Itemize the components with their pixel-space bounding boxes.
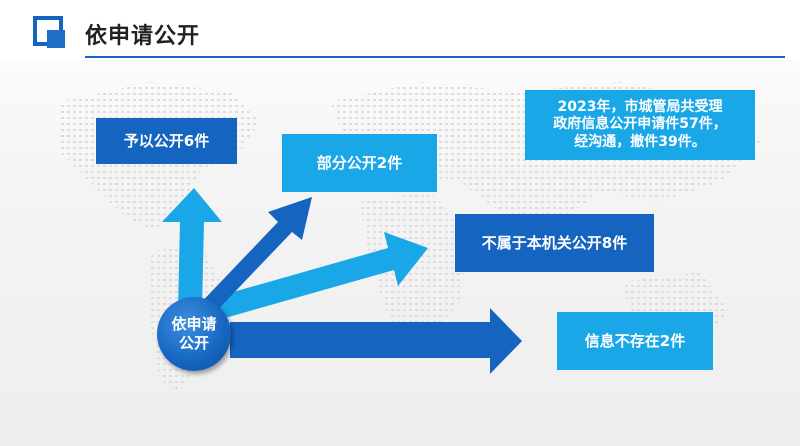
header: 依申请公开 [0,0,800,60]
box-granted: 予以公开6件 [96,118,237,164]
header-divider [85,56,785,58]
center-line-2: 公开 [178,334,209,352]
arrow-up [162,188,222,310]
summary-line-3: 经沟通，撤件39件。 [574,133,706,150]
box-not-exist: 信息不存在2件 [557,312,713,370]
arrow-upper-mid [192,197,312,322]
box-not-belong: 不属于本机关公开8件 [455,214,654,272]
center-circle: 依申请 公开 [157,297,231,371]
arrow-right [230,308,522,374]
center-line-1: 依申请 [171,315,217,334]
summary-line-1: 2023年，市城管局共受理 [557,98,723,115]
box-partial: 部分公开2件 [282,134,437,192]
box-summary: 2023年，市城管局共受理 政府信息公开申请件57件， 经沟通，撤件39件。 [525,90,755,160]
logo-square-icon [33,16,71,54]
page-title: 依申请公开 [85,24,201,49]
arrow-upper-right [205,232,428,322]
summary-line-2: 政府信息公开申请件57件， [553,116,727,133]
